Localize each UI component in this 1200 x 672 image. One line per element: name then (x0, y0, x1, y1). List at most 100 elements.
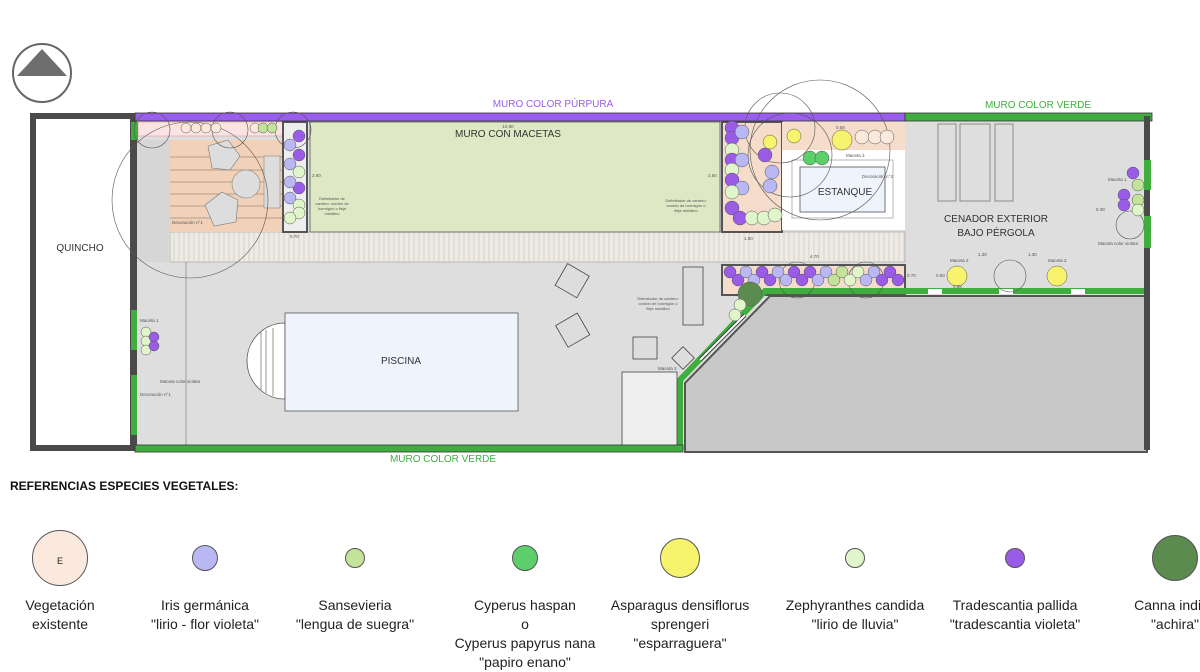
zephyranthes-plant-icon (724, 184, 740, 200)
existing-plant-icon (879, 129, 895, 145)
muro-macetas-label: MURO CON MACETAS (455, 129, 561, 140)
delimitador-note: Delimitador de cantero: cordón de hormig… (315, 196, 349, 216)
sansevieria-swatch-icon (345, 548, 365, 568)
existing-tree-canopy-icon (133, 111, 171, 149)
pergola-benches (937, 123, 1014, 202)
tradescantia-plant-icon (763, 273, 777, 287)
legend-label: Tradescantia pallida (952, 597, 1078, 613)
green-wall-label: MURO COLOR VERDE (390, 454, 496, 465)
iris-plant-icon (283, 157, 297, 171)
iris-germanica-swatch-icon (192, 545, 218, 571)
dimension-label: 4.70 (810, 254, 819, 259)
zephyranthes-plant-icon (767, 207, 783, 223)
legend-title: REFERENCIAS ESPECIES VEGETALES: (10, 479, 239, 493)
existing-symbol: E (56, 556, 63, 566)
side-table-icon (632, 336, 658, 360)
estanque-label: ESTANQUE (818, 187, 873, 198)
legend-item-iris-germanica: Iris germánica "lirio - flor violeta" (120, 530, 290, 634)
iris-plant-icon (819, 265, 833, 279)
asparagus-plant-icon (1046, 265, 1068, 287)
cenador-label-1: CENADOR EXTERIOR (944, 214, 1048, 225)
maceta-note: Maceta 2 (1048, 258, 1067, 263)
quincho-room (30, 113, 136, 451)
tradescantia-plant-icon (724, 200, 740, 216)
dimension-label: 1.30 (1028, 252, 1037, 257)
iris-plant-icon (739, 265, 753, 279)
legend-label: Cyperus haspan (474, 597, 576, 613)
asparagus-plant-icon (831, 129, 853, 151)
iris-plant-icon (859, 273, 873, 287)
existing-tree-canopy-icon (749, 79, 891, 221)
tradescantia-plant-icon (803, 265, 817, 279)
existing-plant-icon (200, 122, 212, 134)
tradescantia-plant-icon (731, 273, 745, 287)
decoracion-note: Decoración n°2 (862, 174, 893, 179)
dimension-label: 0.38 (1096, 207, 1105, 212)
existing-tree-canopy-icon (747, 112, 833, 198)
armchair-icon (207, 139, 241, 171)
tradescantia-plant-icon (755, 265, 769, 279)
maceta-note: Maceta color violeta (1098, 241, 1139, 246)
tradescantia-plant-icon (292, 129, 306, 143)
maceta-note: Maceta 1 (1108, 177, 1127, 182)
iris-plant-icon (734, 152, 750, 168)
legend-label: Asparagus densiflorus (610, 597, 750, 613)
existing-plant-icon (210, 122, 222, 134)
maceta-icon (671, 346, 695, 370)
existing-tree-canopy-icon (993, 259, 1027, 293)
pool (284, 312, 519, 412)
sansevieria-plant-icon (827, 273, 841, 287)
canna-indica-swatch-icon (1152, 535, 1198, 581)
legend-label: "lengua de suegra" (295, 616, 415, 632)
sansevieria-plant-icon (266, 122, 278, 134)
iris-plant-icon (811, 273, 825, 287)
zephyranthes-plant-icon (728, 308, 742, 322)
armchair-icon (204, 191, 239, 227)
asparagus-plant-icon (762, 134, 778, 150)
dimension-label: 0.50 (936, 273, 945, 278)
green-wall-top (904, 112, 1153, 122)
tradescantia-plant-icon (883, 265, 897, 279)
maceta-note: Maceta color violeta (160, 379, 201, 384)
tradescantia-plant-icon (891, 273, 905, 287)
legend-label: "lirio - flor violeta" (151, 616, 259, 632)
maceta-note: Maceta 2 (950, 258, 969, 263)
decoracion-note: Decoración n°1 (140, 392, 171, 397)
iris-plant-icon (867, 265, 881, 279)
legend-label: "esparraguera" (633, 635, 727, 651)
tradescantia-plant-icon (1126, 166, 1140, 180)
legend-item-sansevieria: Sansevieria"lengua de suegra" (270, 530, 440, 634)
zephyranthes-plant-icon (292, 165, 306, 179)
quincho-label: QUINCHO (56, 243, 103, 254)
cyperus-swatch-icon (512, 545, 538, 571)
cyperus-plant-icon (814, 150, 830, 166)
tradescantia-plant-icon (1117, 198, 1131, 212)
delimitador-note: Delimitador de cantero: cordón de hormig… (665, 198, 707, 213)
iris-plant-icon (771, 265, 785, 279)
legend-label: existente (31, 616, 89, 632)
zephyranthes-plant-icon (283, 211, 297, 225)
legend-item-tradescantia: Tradescantia pallida "tradescantia violet… (930, 530, 1100, 634)
existing-plant-icon (180, 122, 192, 134)
green-wall-bottom (134, 444, 684, 453)
asparagus-plant-icon (786, 128, 802, 144)
tradescantia-plant-icon (875, 273, 889, 287)
dimension-label: 1.60 (744, 236, 753, 241)
existing-tree-canopy-icon (1115, 210, 1145, 240)
dimension-label: 0.70 (907, 273, 916, 278)
legend-label: Iris germánica (161, 597, 249, 613)
north-arrow-icon (12, 43, 72, 103)
legend-label: "tradescantia violeta" (949, 616, 1081, 632)
iris-plant-icon (734, 124, 750, 140)
iris-plant-icon (762, 178, 778, 194)
legend-label: Zephyranthes candida (785, 597, 925, 613)
legend-item-zephyranthes: Zephyranthes candida"lirio de lluvia" (770, 530, 940, 634)
legend-label: "achira" (1150, 616, 1200, 632)
iris-plant-icon (283, 191, 297, 205)
legend-item-canna-indica: Canna indica"achira" (1090, 530, 1200, 634)
existing-plant-icon (854, 129, 870, 145)
tradescantia-plant-icon (795, 273, 809, 287)
